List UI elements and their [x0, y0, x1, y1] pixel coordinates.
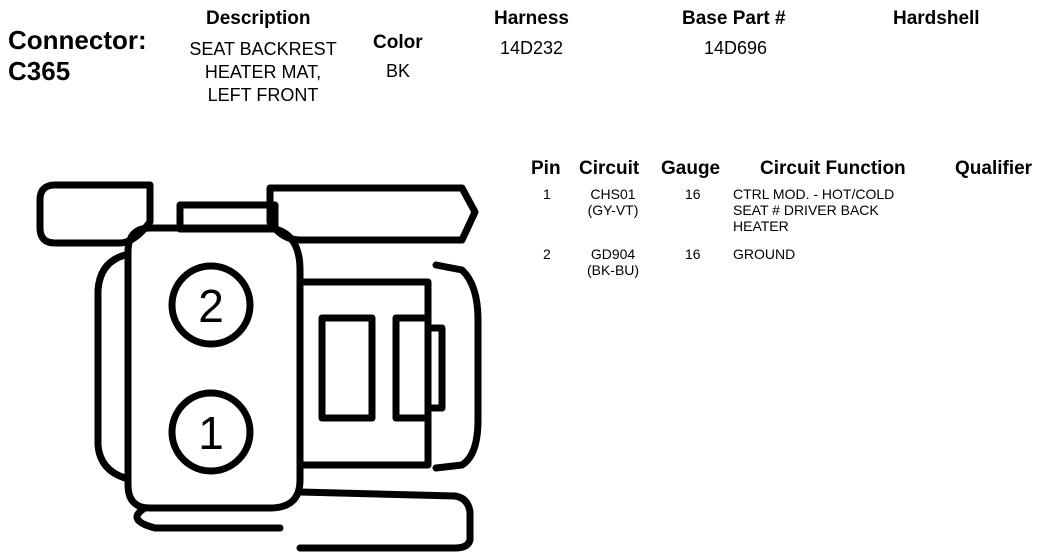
pin-2-circle: [168, 262, 254, 348]
function-line: HEATER: [733, 218, 789, 234]
table-row-pin: 1: [543, 186, 551, 202]
harness-value: 14D232: [500, 38, 564, 58]
table-row-circuit: CHS01 (GY-VT): [575, 186, 651, 218]
circuit-color: (GY-VT): [587, 202, 639, 218]
pin-1-label: 1: [198, 407, 224, 459]
hardshell-header: Hardshell: [893, 8, 980, 29]
circuit-color: (BK-BU): [586, 262, 640, 278]
bottom-latch: [133, 504, 284, 532]
connector-label: Connector:: [8, 25, 147, 55]
connector-id: C365: [8, 56, 71, 86]
table-row-pin: 2: [543, 246, 551, 262]
base-part-value: 14D696: [704, 38, 768, 58]
color-header: Color: [373, 32, 423, 53]
pin-2-label: 2: [198, 280, 224, 332]
right-rail: [432, 261, 482, 472]
table-row-circuit: GD904 (BK-BU): [575, 246, 651, 278]
description-line: SEAT BACKREST: [189, 39, 337, 59]
pin-1-circle: [168, 389, 254, 475]
description-header: Description: [206, 8, 311, 29]
description-value: SEAT BACKREST HEATER MAT, LEFT FRONT: [170, 38, 356, 107]
base-part-header: Base Part #: [682, 8, 786, 29]
function-header: Circuit Function: [760, 158, 906, 179]
circuit-id: GD904: [590, 246, 636, 262]
description-line: LEFT FRONT: [207, 85, 319, 105]
table-row-gauge: 16: [685, 186, 701, 202]
circuit-header: Circuit: [579, 158, 640, 179]
color-value: BK: [386, 61, 411, 81]
left-side-rail: [94, 251, 129, 482]
description-line: HEATER MAT,: [204, 62, 322, 82]
harness-header: Harness: [494, 8, 569, 29]
gauge-header: Gauge: [661, 158, 721, 179]
table-row-function: GROUND: [733, 246, 953, 262]
function-line: GROUND: [733, 246, 796, 262]
pin-header: Pin: [531, 158, 561, 179]
function-line: CTRL MOD. - HOT/COLD: [733, 186, 895, 202]
center-key: [318, 314, 376, 422]
housing-body: [124, 224, 304, 512]
lower-right-latch: [296, 488, 474, 552]
top-right-latch: [266, 184, 479, 244]
qualifier-header: Qualifier: [955, 158, 1033, 179]
right-key-inner: [424, 324, 446, 412]
table-row-gauge: 16: [685, 246, 701, 262]
table-row-function: CTRL MOD. - HOT/COLD SEAT # DRIVER BACK …: [733, 186, 953, 234]
right-key-outer: [392, 314, 432, 422]
function-line: SEAT # DRIVER BACK: [733, 202, 879, 218]
circuit-id: CHS01: [590, 186, 636, 202]
